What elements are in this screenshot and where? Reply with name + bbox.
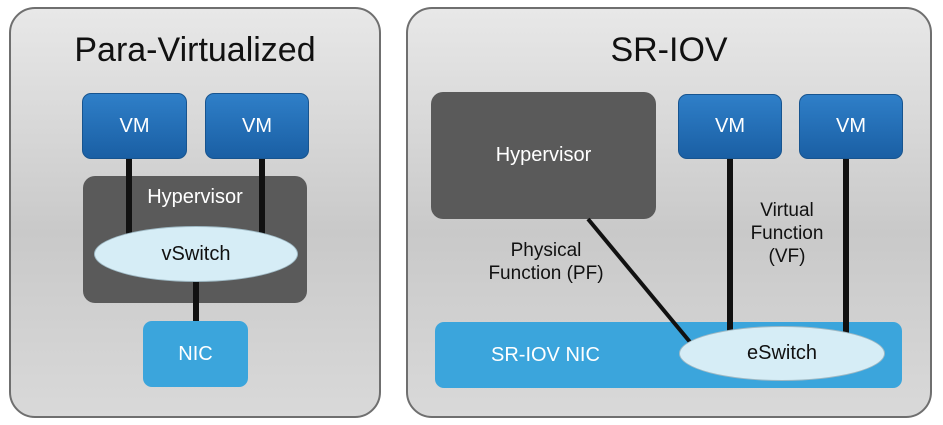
vm-label: VM (715, 115, 745, 137)
vm-label: VM (119, 114, 150, 137)
eswitch-ellipse: eSwitch (679, 326, 885, 381)
hypervisor-box: Hypervisor (431, 92, 656, 219)
label-line: Function (PF) (488, 262, 604, 284)
physical-function-label: Physical Function (PF) (466, 240, 626, 286)
virtual-function-label: Virtual Function (VF) (737, 200, 837, 268)
nic-label: SR-IOV NIC (491, 343, 600, 366)
label-line: Physical (510, 240, 582, 261)
vm-box: VM (205, 93, 309, 159)
eswitch-label: eSwitch (746, 342, 818, 364)
vswitch-ellipse: vSwitch (94, 226, 298, 282)
hypervisor-label: Hypervisor (495, 144, 592, 166)
vm-box: VM (82, 93, 187, 159)
nic-box: NIC (143, 321, 248, 387)
nic-label: NIC (178, 342, 213, 365)
label-line: Virtual (760, 200, 814, 221)
panel-title: SR-IOV (610, 31, 728, 69)
panel-title: Para-Virtualized (74, 31, 316, 69)
label-line: (VF) (768, 245, 806, 267)
vswitch-label: vSwitch (161, 242, 231, 265)
label-line: Function (750, 222, 824, 244)
vm-box: VM (678, 94, 782, 159)
vm-box: VM (799, 94, 903, 159)
vm-label: VM (836, 115, 866, 137)
vm-label: VM (242, 114, 272, 137)
hypervisor-label: Hypervisor (147, 186, 243, 208)
